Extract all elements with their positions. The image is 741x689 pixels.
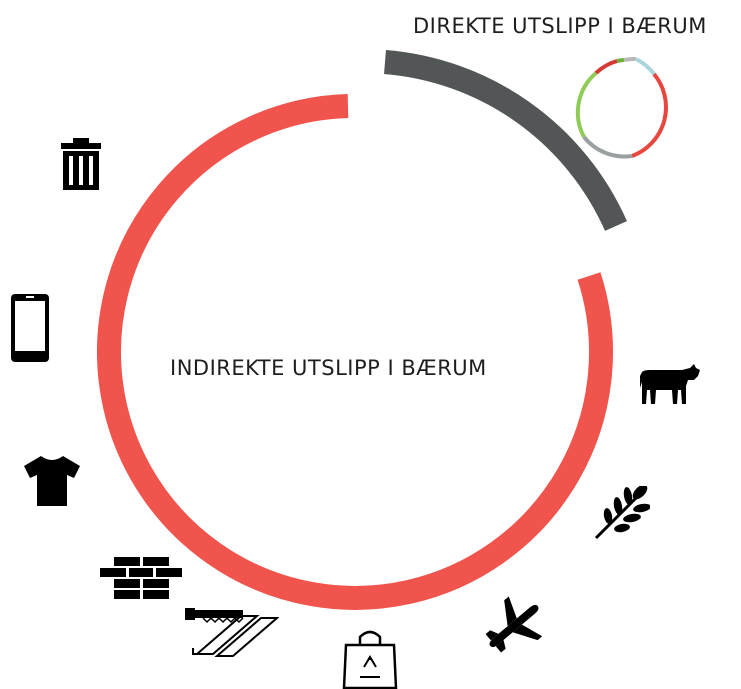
smartphone-icon	[11, 294, 49, 362]
direct-emissions-arc	[384, 50, 627, 231]
ring-segment-light-blue	[635, 57, 656, 76]
bricks-icon	[100, 557, 182, 599]
cow-icon	[640, 364, 700, 404]
t-shirt-icon	[24, 456, 80, 506]
trash-can-icon	[61, 138, 101, 190]
indirect-emissions-ring	[97, 94, 613, 610]
ring-segment-light-grey	[623, 56, 637, 62]
ring-segment-red-small	[594, 59, 618, 75]
ring-segment-green-small	[616, 58, 625, 63]
wheat-icon	[594, 486, 650, 540]
ring-segment-grey	[582, 135, 633, 159]
ring-segment-green	[575, 71, 598, 138]
indirect-emissions-title: INDIREKTE UTSLIPP I BÆRUM	[170, 356, 487, 380]
airplane-icon	[485, 596, 543, 653]
ring-segment-red-main	[631, 72, 668, 158]
direct-breakdown-ring	[575, 56, 668, 159]
recycle-bag-icon	[342, 630, 398, 689]
direct-emissions-title: DIREKTE UTSLIPP I BÆRUM	[413, 14, 707, 38]
saw-and-planks-icon	[185, 608, 279, 657]
